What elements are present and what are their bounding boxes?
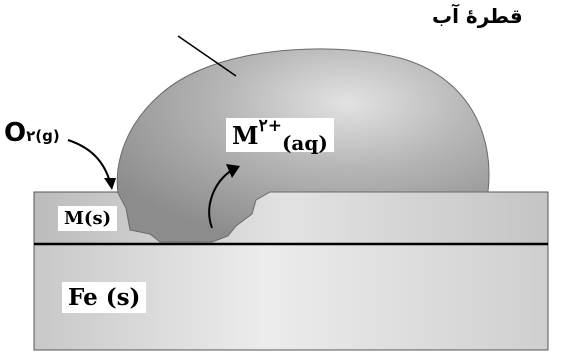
metal-ion-symbol: M [232,121,259,150]
metal-ion-state: (aq) [282,131,328,155]
oxygen-symbol: O [4,118,26,148]
oxygen-arrow [68,140,110,182]
metal-layer-label: M(s) [58,206,117,231]
oxygen-subscript: ۲(g) [26,127,60,145]
metal-ion-label: M۲+(aq) [226,118,334,152]
metal-ion-charge: ۲+ [259,116,282,136]
oxygen-label: O۲(g) [4,118,60,148]
water-drop-label: قطرهٔ آب [432,4,523,28]
iron-layer-label: Fe (s) [62,282,146,313]
oxygen-arrowhead [104,178,116,190]
